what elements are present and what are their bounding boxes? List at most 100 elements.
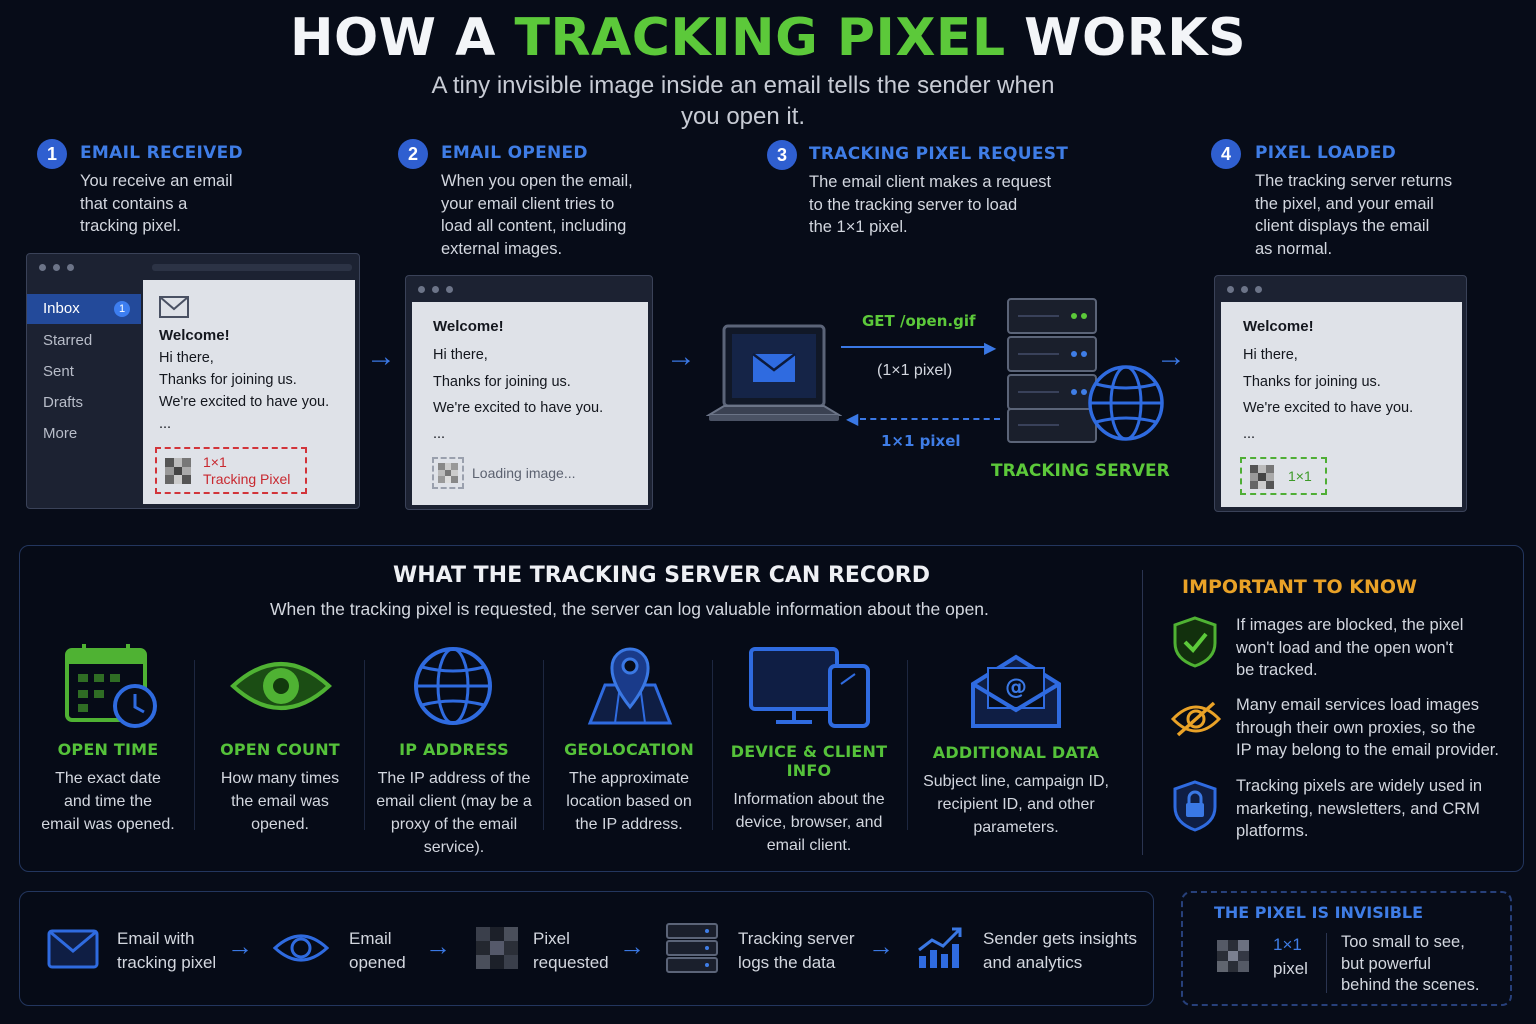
sidebar-item-starred[interactable]: Starred bbox=[43, 332, 93, 349]
shield-check-icon bbox=[1173, 616, 1217, 668]
email-line: Hi there, bbox=[1243, 347, 1298, 363]
email-ellipsis: ... bbox=[159, 416, 172, 432]
eye-off-icon bbox=[1170, 701, 1222, 737]
email-ellipsis: ... bbox=[433, 426, 446, 442]
email-line: Hi there, bbox=[433, 347, 488, 363]
title-part-c: WORKS bbox=[1005, 8, 1247, 68]
step-4-badge: 4 bbox=[1211, 139, 1241, 169]
pixel-icon bbox=[1217, 940, 1249, 972]
divider bbox=[1326, 933, 1327, 993]
response-arrowhead: ◀ bbox=[846, 411, 859, 428]
sidebar-item-sent[interactable]: Sent bbox=[43, 363, 74, 380]
step-2-title: EMAIL OPENED bbox=[441, 143, 588, 163]
summary-flow-bar bbox=[19, 891, 1154, 1006]
email-line: Thanks for joining us. bbox=[159, 372, 297, 388]
divider bbox=[543, 660, 544, 830]
step-3-badge: 3 bbox=[767, 140, 797, 170]
svg-text:@: @ bbox=[1005, 675, 1027, 700]
devices-icon bbox=[749, 647, 870, 728]
loaded-pixel-label: 1×1 bbox=[1288, 468, 1312, 484]
invisible-unit-label: pixel bbox=[1273, 959, 1308, 978]
globe-icon bbox=[414, 647, 492, 725]
email-heading: Welcome! bbox=[1243, 318, 1314, 335]
sidebar-item-inbox[interactable]: Inbox 1 bbox=[27, 294, 141, 324]
pixel-icon bbox=[165, 458, 191, 484]
pixel-size-label: 1×1 bbox=[203, 454, 227, 470]
title-part-a: HOW A bbox=[289, 8, 515, 68]
step-1-desc: You receive an email that contains a tra… bbox=[80, 172, 233, 235]
step-1-badge: 1 bbox=[37, 139, 67, 169]
request-line bbox=[841, 346, 991, 348]
get-request-label: GET /open.gif bbox=[862, 312, 976, 330]
email-body-pane: Welcome! Hi there, Thanks for joining us… bbox=[412, 302, 648, 505]
title-highlight: TRACKING PIXEL bbox=[514, 8, 1006, 68]
flow-arrow-2: → bbox=[666, 340, 696, 373]
invisible-pixel-box bbox=[1181, 891, 1512, 1006]
request-arrowhead: ▶ bbox=[984, 340, 997, 357]
flow-arrow-1: → bbox=[366, 340, 396, 373]
eye-icon bbox=[273, 934, 329, 962]
step-1-title: EMAIL RECEIVED bbox=[80, 143, 243, 163]
calendar-clock-icon bbox=[65, 644, 157, 728]
get-request-sublabel: (1×1 pixel) bbox=[877, 362, 953, 379]
server-icon bbox=[666, 923, 718, 973]
record-item-device-info: DEVICE & CLIENT INFO Information about t… bbox=[730, 742, 888, 854]
divider bbox=[712, 660, 713, 830]
sidebar-item-drafts[interactable]: Drafts bbox=[43, 394, 84, 411]
loaded-email-window: Welcome! Hi there, Thanks for joining us… bbox=[1214, 275, 1467, 512]
flow-arrow: → bbox=[227, 931, 253, 961]
window-controls bbox=[418, 286, 453, 293]
shield-lock-icon bbox=[1173, 780, 1217, 832]
step-3-desc: The email client makes a request to the … bbox=[809, 173, 1052, 236]
email-line: We're excited to have you. bbox=[1243, 400, 1414, 416]
pixel-icon bbox=[1250, 465, 1274, 489]
window-controls bbox=[39, 264, 74, 271]
email-ellipsis: ... bbox=[1243, 426, 1256, 442]
map-pin-icon bbox=[587, 647, 673, 725]
page-subtitle: A tiny invisible image inside an email t… bbox=[431, 72, 1055, 130]
email-line: We're excited to have you. bbox=[159, 394, 330, 410]
pixel-icon bbox=[438, 463, 458, 483]
server-globe-icon bbox=[1007, 298, 1164, 443]
divider bbox=[907, 660, 908, 830]
email-body-pane: Welcome! Hi there, Thanks for joining us… bbox=[1221, 302, 1462, 507]
loaded-pixel-highlight: 1×1 bbox=[1240, 457, 1327, 495]
flow-arrow-3: → bbox=[1156, 340, 1186, 373]
eye-icon bbox=[230, 662, 332, 710]
window-controls bbox=[1227, 286, 1262, 293]
important-title: IMPORTANT TO KNOW bbox=[1182, 576, 1417, 598]
mail-client-window: Inbox 1 Starred Sent Drafts More Welcome… bbox=[26, 253, 360, 509]
sidebar-item-more[interactable]: More bbox=[43, 425, 78, 442]
divider bbox=[364, 660, 365, 830]
envelope-icon bbox=[47, 929, 99, 969]
invisible-size-label: 1×1 bbox=[1273, 935, 1302, 954]
record-subtitle: When the tracking pixel is requested, th… bbox=[270, 599, 989, 619]
tracking-server-label: TRACKING SERVER bbox=[991, 461, 1170, 481]
email-line: Thanks for joining us. bbox=[1243, 374, 1381, 390]
flow-arrow: → bbox=[619, 931, 645, 961]
email-heading: Welcome! bbox=[159, 327, 230, 344]
pixel-icon bbox=[476, 927, 518, 969]
loading-image-placeholder bbox=[432, 457, 464, 489]
divider bbox=[1142, 570, 1143, 855]
tracking-pixel-highlight: 1×1 Tracking Pixel bbox=[155, 447, 307, 494]
step-2-badge: 2 bbox=[398, 139, 428, 169]
flow-arrow: → bbox=[425, 931, 451, 961]
envelope-icon bbox=[159, 296, 189, 318]
step-4-title: PIXEL LOADED bbox=[1255, 143, 1397, 163]
email-line: Hi there, bbox=[159, 350, 214, 366]
laptop-icon bbox=[706, 324, 842, 421]
email-line: We're excited to have you. bbox=[433, 400, 604, 416]
